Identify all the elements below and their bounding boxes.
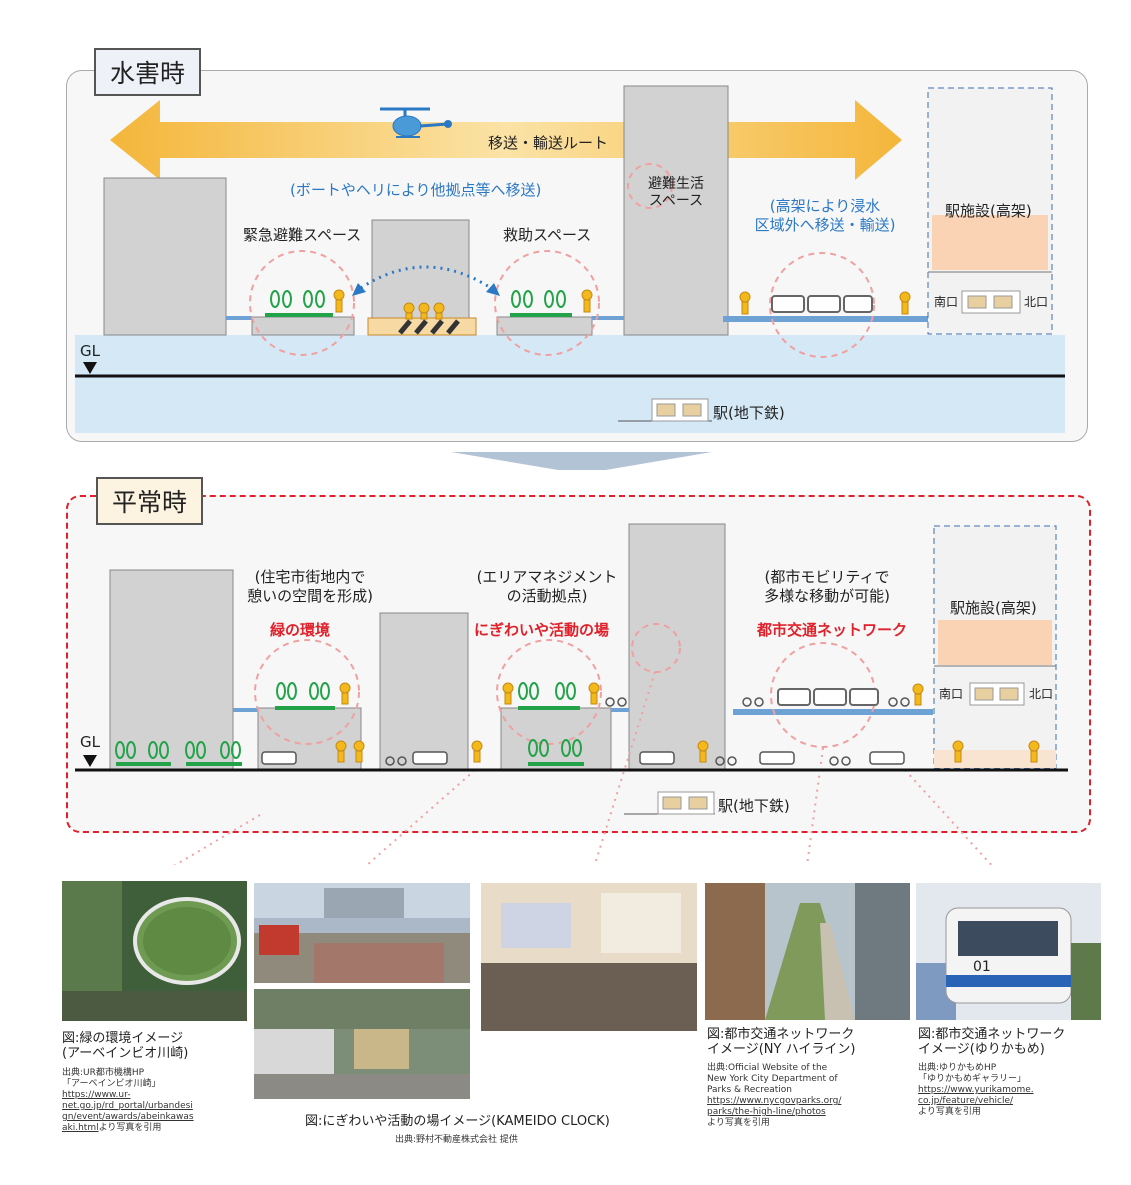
deck-center-normal [500, 707, 612, 771]
elevated-track [723, 316, 928, 322]
transition-arrow [451, 452, 712, 470]
deck-left [251, 316, 355, 336]
elevated-note: (高架により浸水区域外へ移送・輸送) [754, 197, 896, 234]
south-exit-label-normal: 南口 [939, 687, 964, 701]
normal-tag: 平常時 [96, 477, 204, 525]
photo-bustle-3 [481, 883, 697, 1031]
station-upper-band [932, 215, 1048, 270]
deck-right [496, 316, 593, 336]
subway-label: 駅(地下鉄) [713, 404, 785, 422]
flood-diagram [75, 85, 1065, 470]
flood-water [75, 335, 1065, 433]
gl-marker [83, 362, 97, 374]
station-facility-label: 駅施設(高架) [945, 202, 1032, 220]
source-bustle: 出典:野村不動産株式会社 提供 [395, 1135, 518, 1145]
cars-normal [261, 751, 905, 765]
gl-label-normal: GL [80, 733, 100, 751]
flood-tag: 水害時 [94, 48, 202, 96]
transfer-arrow [354, 265, 498, 294]
train-normal [777, 688, 879, 706]
building-center-normal [379, 612, 469, 771]
subway-label-normal: 駅(地下鉄) [718, 797, 790, 815]
building-left [103, 177, 227, 336]
green-env-label: 緑の環境 [270, 621, 331, 639]
circle-emergency [249, 250, 355, 356]
people-icons [333, 289, 911, 320]
caption-green-env: 図:緑の環境イメージ(アーベインビオ川崎) [62, 1031, 189, 1061]
bustle-label: にぎわいや活動の場 [474, 621, 610, 639]
photo-green-env [62, 881, 247, 1021]
train-number: 01 [973, 959, 991, 975]
north-exit-label-normal: 北口 [1029, 687, 1054, 701]
source-green-env: 出典:UR都市機構HP 「アーベインビオ川崎」 https://www.ur- … [62, 1068, 194, 1133]
south-exit-label: 南口 [934, 295, 959, 309]
note-residential: (住宅市街地内で憩いの空間を形成) [247, 568, 373, 605]
evac-life-label: 避難生活スペース [648, 176, 704, 209]
emergency-space-label: 緊急避難スペース [243, 226, 362, 244]
photo-yurikamome: 01 [916, 883, 1101, 1020]
building-tall-normal [628, 523, 726, 771]
trees-normal [115, 682, 582, 759]
caption-yurikamome: 図:都市交通ネットワークイメージ(ゆりかもめ) [918, 1027, 1066, 1057]
circle-rescue [494, 250, 600, 356]
north-exit-label: 北口 [1024, 295, 1049, 309]
elevated-track-normal [733, 709, 933, 715]
caption-highline: 図:都市交通ネットワークイメージ(NY ハイライン) [707, 1027, 856, 1057]
normal-diagram [75, 523, 1068, 865]
source-highline: 出典:Official Website of the New York City… [707, 1063, 842, 1128]
route-label: 移送・輸送ルート [488, 134, 609, 152]
people-normal [335, 682, 1040, 763]
circle-elevated [769, 252, 875, 358]
bikes-normal [385, 697, 910, 766]
transit-label: 都市交通ネットワーク [757, 621, 908, 639]
rescue-space-label: 救助スペース [503, 226, 592, 244]
gl-label: GL [80, 342, 100, 360]
photo-bustle-1 [254, 883, 470, 983]
trees-emergency [270, 290, 325, 308]
station-facility-label-normal: 駅施設(高架) [950, 599, 1037, 617]
building-left-normal [109, 569, 234, 771]
transport-route-arrow [110, 100, 902, 180]
circle-evac [627, 163, 673, 209]
note-mobility: (都市モビリティで多様な移動が可能) [764, 568, 890, 605]
source-yurikamome: 出典:ゆりかもめHP 「ゆりかもめギャラリー」 https://www.yuri… [918, 1063, 1034, 1117]
boat-heli-note: (ボートやヘリにより他拠点等へ移送) [290, 181, 542, 199]
trees-rescue [511, 290, 566, 308]
photo-bustle-2 [254, 989, 470, 1099]
caption-bustle: 図:にぎわいや活動の場イメージ(KAMEIDO CLOCK) [305, 1114, 610, 1129]
helicopter-icon [380, 107, 452, 138]
note-area-management: (エリアマネジメントの活動拠点) [476, 568, 618, 605]
normal-panel [66, 495, 1091, 833]
train-icon [771, 295, 873, 313]
building-tall [623, 85, 729, 336]
photo-highline [705, 883, 910, 1020]
